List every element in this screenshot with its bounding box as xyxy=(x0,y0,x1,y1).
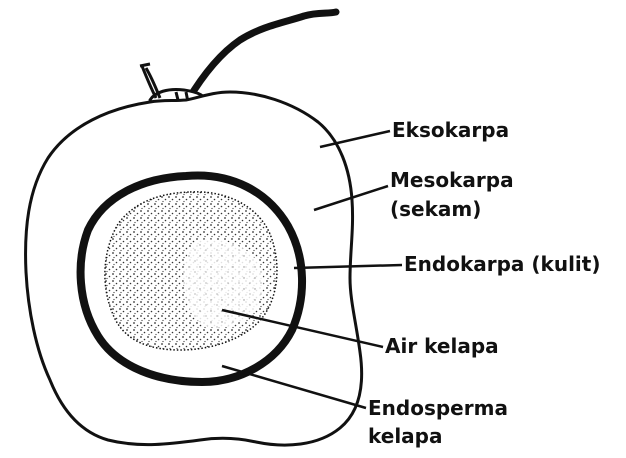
label-endocarp: Endokarpa (kulit) xyxy=(404,252,600,276)
label-endosperm-note: kelapa xyxy=(368,424,443,448)
label-endosperm: Endosperma xyxy=(368,396,508,420)
label-exocarp: Eksokarpa xyxy=(392,118,509,142)
label-coconut-water: Air kelapa xyxy=(385,334,499,358)
label-mesocarp-note: (sekam) xyxy=(390,197,481,221)
coconut-stem-strand xyxy=(188,12,336,100)
label-mesocarp: Mesokarpa xyxy=(390,168,514,192)
